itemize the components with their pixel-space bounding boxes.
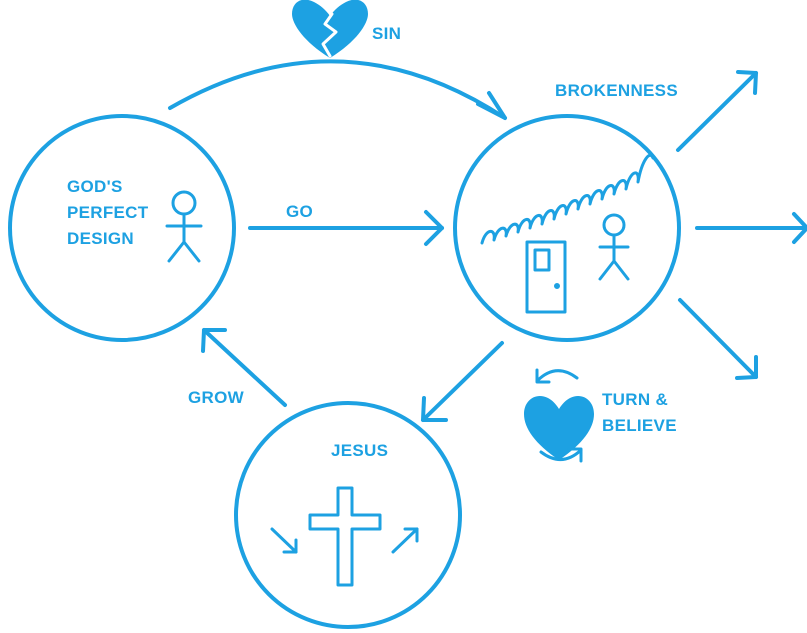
perfect-design-line-1: GOD'S	[67, 177, 123, 196]
stick-figure-icon	[165, 190, 203, 263]
door-icon	[525, 240, 567, 314]
broken-heart-icon	[292, 0, 368, 58]
jesus-label: JESUS	[331, 441, 389, 460]
grow-arrow	[201, 328, 287, 407]
brokenness-to-jesus-arrow	[421, 341, 504, 422]
perfect-design-line-3: DESIGN	[67, 229, 134, 248]
grow-label: GROW	[188, 388, 244, 407]
heart-cycle-icon	[524, 368, 594, 463]
jesus-inner-arrow-left	[270, 527, 298, 554]
sin-arrow	[168, 59, 507, 120]
outgoing-arrow-right	[695, 212, 807, 244]
turn-believe-label: TURN & BELIEVE	[602, 387, 677, 439]
jesus-inner-arrow-right	[391, 527, 419, 554]
jesus-circle	[234, 401, 462, 629]
turn-line: TURN &	[602, 390, 669, 409]
perfect-design-label: GOD'S PERFECT DESIGN	[67, 174, 148, 252]
outgoing-arrow-down	[678, 298, 758, 380]
sin-label: SIN	[372, 24, 402, 43]
wavy-line-icon	[480, 153, 655, 245]
perfect-design-circle	[8, 114, 236, 342]
cross-icon	[308, 486, 382, 587]
perfect-design-line-2: PERFECT	[67, 203, 149, 222]
brokenness-label: BROKENNESS	[555, 81, 678, 100]
brokenness-circle	[453, 114, 681, 342]
stick-figure-icon	[598, 213, 630, 281]
outgoing-arrow-up	[676, 70, 758, 152]
go-arrow	[248, 210, 444, 246]
believe-line: BELIEVE	[602, 416, 677, 435]
go-label: GO	[286, 202, 314, 221]
